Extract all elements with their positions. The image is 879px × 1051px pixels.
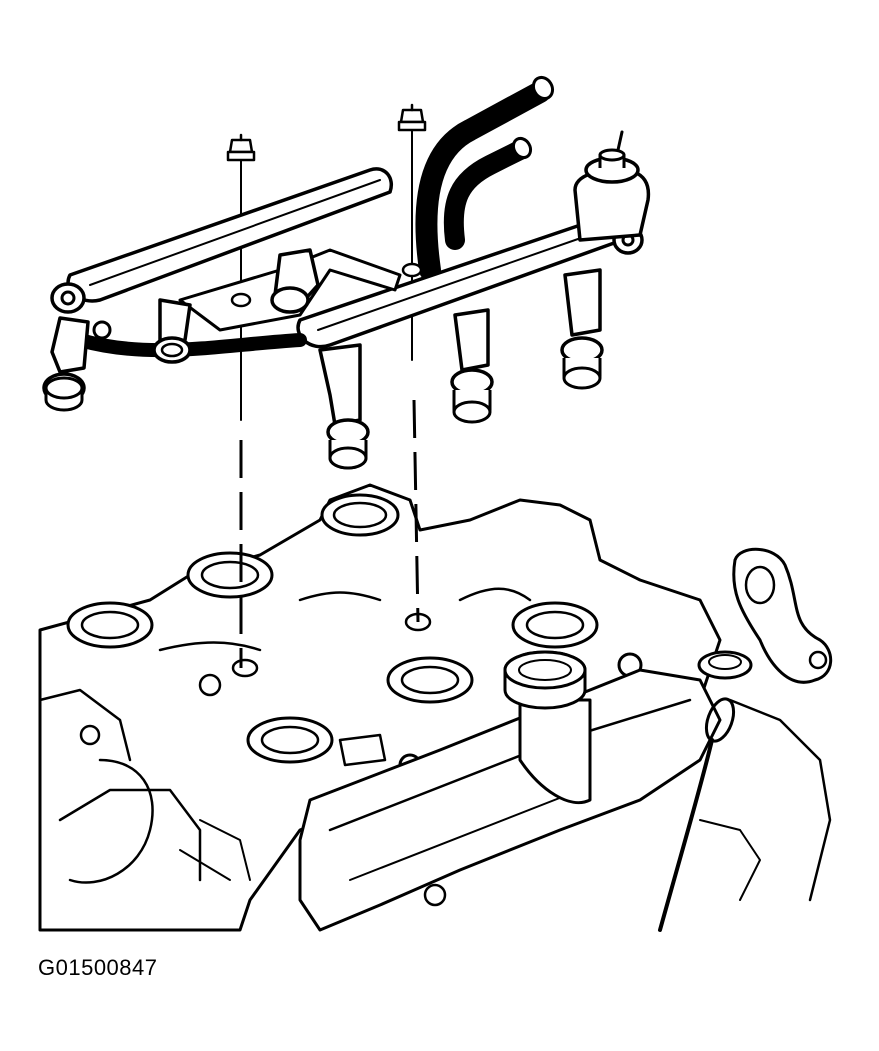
injector-1 bbox=[42, 316, 90, 412]
engine-lift-bracket bbox=[728, 547, 833, 902]
oil-filler-cap bbox=[503, 650, 587, 710]
alignment-guide-lines bbox=[239, 129, 420, 668]
fuel-injectors bbox=[42, 248, 604, 470]
injector-2 bbox=[152, 298, 192, 364]
fuel-pressure-regulator bbox=[573, 130, 651, 242]
fuel-rail bbox=[50, 167, 644, 358]
bolt-left bbox=[226, 133, 256, 162]
breather-cap bbox=[697, 650, 753, 680]
injector-5 bbox=[450, 308, 494, 424]
oil-dipstick bbox=[658, 697, 761, 932]
fuel-feed-and-return-pipes bbox=[415, 75, 555, 281]
injector-4 bbox=[318, 343, 370, 470]
figure-id-label: G01500847 bbox=[38, 955, 158, 980]
intake-manifold bbox=[38, 483, 722, 932]
bolt-right bbox=[397, 103, 427, 132]
injector-3 bbox=[270, 248, 320, 314]
rail-retaining-bolts bbox=[226, 103, 427, 162]
injector-6 bbox=[560, 268, 604, 390]
